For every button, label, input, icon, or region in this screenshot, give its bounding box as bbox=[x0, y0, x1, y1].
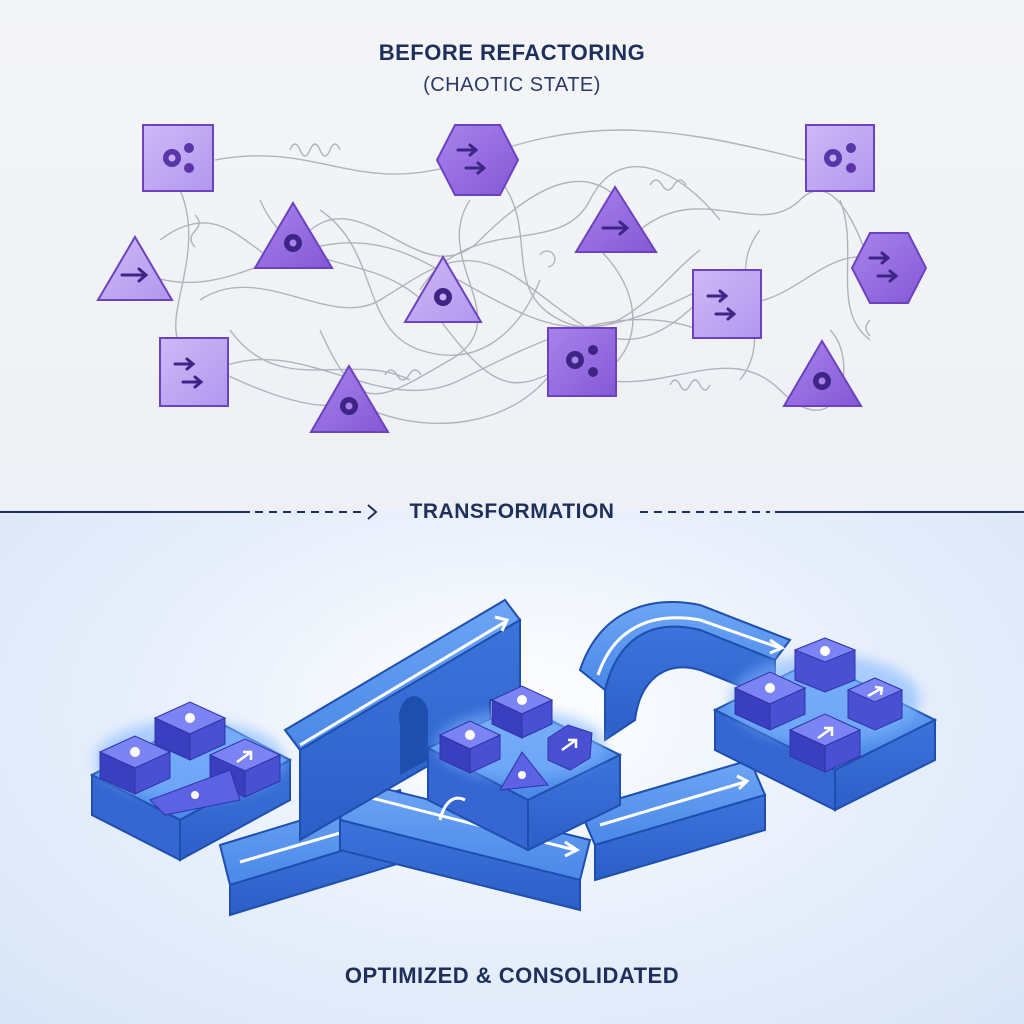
pipe-lower-right bbox=[578, 758, 767, 882]
triangle-arrow-node-2 bbox=[574, 185, 658, 253]
cube-gear-3 bbox=[490, 685, 554, 739]
square-gear-node-2 bbox=[805, 124, 875, 192]
arrow-up-right-icon bbox=[236, 750, 253, 764]
gear-icon bbox=[163, 143, 194, 173]
gear-icon bbox=[517, 695, 527, 705]
chaotic-diagram bbox=[96, 124, 928, 433]
arrow-up-right-icon bbox=[561, 738, 578, 752]
arrow-right-icon bbox=[367, 504, 378, 520]
square-gear-node-3 bbox=[547, 327, 617, 397]
right-cubes bbox=[730, 637, 920, 773]
arrow-up-right-icon bbox=[867, 685, 884, 698]
gear-icon bbox=[191, 791, 199, 799]
triangle-gear-node-2 bbox=[403, 255, 483, 323]
double-arrow-icon bbox=[868, 251, 899, 283]
double-arrow-icon bbox=[173, 357, 204, 389]
transformation-label: TRANSFORMATION bbox=[0, 500, 1024, 524]
triangle-arrow-node-1 bbox=[96, 235, 174, 301]
gear-icon bbox=[185, 713, 195, 723]
cube-gear-1 bbox=[153, 701, 227, 761]
gear-icon bbox=[130, 747, 140, 757]
gear-icon bbox=[566, 345, 598, 377]
triangle-gear-node-3 bbox=[309, 364, 390, 433]
arch-pipe-left bbox=[283, 598, 522, 842]
gear-icon bbox=[518, 771, 526, 779]
cube-gear-2 bbox=[98, 735, 172, 795]
hexagon-arrow-node-2 bbox=[850, 232, 928, 304]
chaotic-section bbox=[0, 0, 1024, 510]
transformation-text: TRANSFORMATION bbox=[409, 500, 615, 523]
gear-icon bbox=[820, 646, 830, 656]
header-subtitle: (CHAOTIC STATE) bbox=[423, 74, 601, 96]
cube-gear-5 bbox=[733, 671, 807, 731]
footer-title: OPTIMIZED & CONSOLIDATED bbox=[344, 963, 680, 988]
arrow-right-icon bbox=[601, 220, 630, 236]
arrow-up-right-icon bbox=[817, 726, 834, 740]
gear-icon bbox=[765, 683, 775, 693]
arrow-right-icon bbox=[120, 267, 149, 283]
square-gear-node-1 bbox=[142, 124, 214, 192]
center-cubes bbox=[435, 685, 605, 791]
hex-arrow-1 bbox=[547, 724, 593, 771]
double-arrow-icon bbox=[706, 289, 737, 321]
arch-pipe-right bbox=[578, 601, 792, 742]
hexagon-arrow-node-1 bbox=[435, 124, 520, 196]
gear-icon bbox=[465, 730, 475, 740]
triangle-gear-node-1 bbox=[253, 201, 334, 269]
header-title: BEFORE REFACTORING bbox=[378, 40, 646, 65]
triangle-gear-node-4 bbox=[782, 339, 863, 407]
wedge-gear bbox=[149, 769, 241, 816]
double-arrow-icon bbox=[456, 143, 487, 175]
gear-icon bbox=[824, 143, 856, 173]
gear-icon bbox=[284, 234, 302, 252]
gear-icon bbox=[340, 397, 358, 415]
hex-gear bbox=[793, 637, 857, 693]
square-arrow-node-1 bbox=[692, 269, 762, 339]
cube-gear-4 bbox=[438, 720, 502, 774]
gear-icon bbox=[434, 288, 452, 306]
gear-icon bbox=[813, 372, 831, 390]
left-cubes bbox=[95, 701, 285, 816]
cube-arrow-1 bbox=[208, 738, 282, 798]
hex-arrow-2 bbox=[846, 677, 904, 731]
pyramid-gear bbox=[499, 751, 549, 791]
cube-arrow-2 bbox=[788, 713, 862, 773]
square-arrow-node-2 bbox=[159, 337, 229, 407]
